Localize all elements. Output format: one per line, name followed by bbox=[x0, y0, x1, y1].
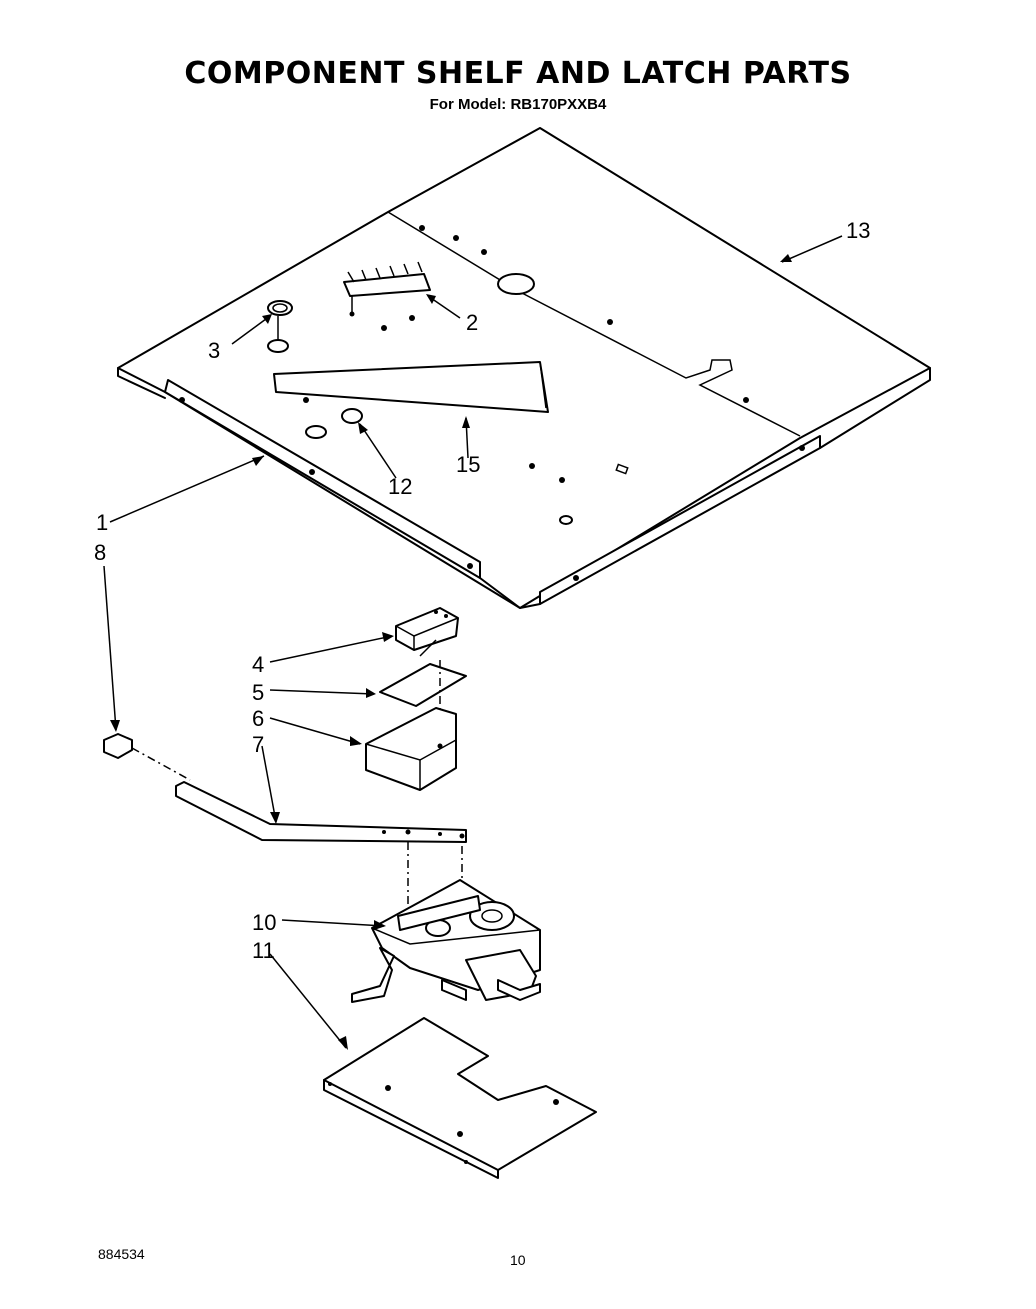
callout-4: 4 bbox=[252, 652, 264, 677]
switch-bracket bbox=[365, 707, 457, 791]
wedge-bracket bbox=[273, 361, 549, 413]
bottom-cover-plate bbox=[323, 1017, 597, 1179]
callout-7: 7 bbox=[252, 732, 264, 757]
button-plug bbox=[341, 408, 363, 424]
latch-knob bbox=[103, 733, 133, 759]
terminal-block bbox=[343, 261, 431, 317]
callout-8: 8 bbox=[94, 540, 106, 565]
callout-6: 6 bbox=[252, 706, 264, 731]
callout-11: 11 bbox=[252, 938, 275, 963]
latch-arm bbox=[175, 781, 467, 843]
callout-3: 3 bbox=[208, 338, 220, 363]
document-number: 884534 bbox=[98, 1246, 145, 1262]
model-subtitle: For Model: RB170PXXB4 bbox=[429, 96, 607, 113]
insulator-plate bbox=[379, 663, 467, 707]
callout-10: 10 bbox=[252, 910, 276, 935]
callout-12: 12 bbox=[388, 474, 412, 499]
grommet bbox=[267, 300, 293, 340]
latch-assembly bbox=[351, 879, 541, 1003]
callout-15: 15 bbox=[456, 452, 480, 477]
latch-switch bbox=[395, 607, 459, 657]
callout-2: 2 bbox=[466, 310, 478, 335]
callout-13: 13 bbox=[846, 218, 870, 243]
page-number: 10 bbox=[510, 1252, 526, 1268]
page-title: COMPONENT SHELF AND LATCH PARTS bbox=[184, 56, 852, 91]
callout-5: 5 bbox=[252, 680, 264, 705]
callout-1: 1 bbox=[96, 510, 108, 535]
leader-lines bbox=[103, 235, 843, 1050]
